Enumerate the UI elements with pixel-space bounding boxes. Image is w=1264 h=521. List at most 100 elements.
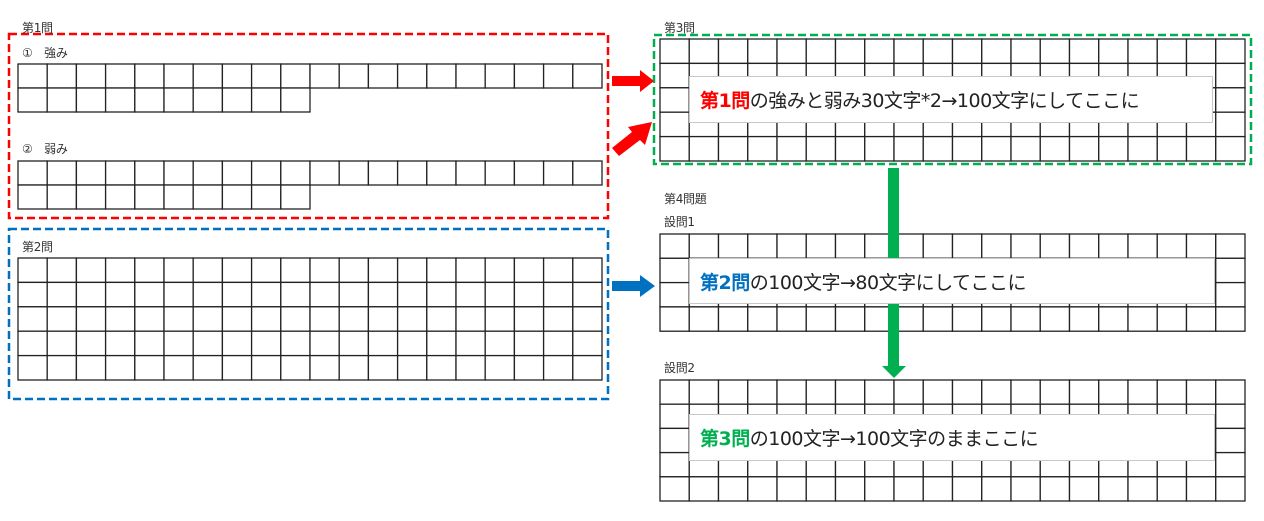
q1-strength-grid-cell bbox=[221, 87, 253, 113]
q2-grid-cell bbox=[396, 281, 428, 308]
q3-grid-cell bbox=[864, 135, 895, 162]
q3-grid-cell bbox=[864, 38, 895, 65]
q2-grid-cell bbox=[542, 306, 574, 332]
q2-grid-cell bbox=[426, 330, 457, 357]
q1-strength-grid-cell bbox=[192, 87, 224, 113]
q2-grid-cell bbox=[134, 354, 165, 381]
q4-sub1-grid-cell bbox=[951, 306, 983, 332]
q2-grid-cell bbox=[104, 306, 136, 332]
q1-weakness-label: ② 弱み bbox=[22, 142, 68, 156]
q2-grid-cell bbox=[250, 306, 282, 332]
q4-sub2-grid-cell bbox=[805, 476, 837, 502]
q3-grid-cell bbox=[951, 135, 983, 162]
q3-grid-cell bbox=[1010, 135, 1041, 162]
note-highlight: 第1問 bbox=[700, 90, 750, 112]
q1-weakness-grid-cell bbox=[46, 184, 78, 210]
q4-sub2-instruction-note: 第3問の100文字→100文字のままここに bbox=[689, 414, 1215, 461]
q4-sub2-grid-cell bbox=[1010, 379, 1041, 405]
q2-grid-cell bbox=[426, 306, 457, 332]
q2-grid-cell bbox=[396, 354, 428, 381]
q4-sub2-grid-cell bbox=[776, 476, 807, 502]
q4-sub1-grid-cell bbox=[1127, 233, 1158, 259]
q2-grid-cell bbox=[396, 306, 428, 332]
q2-grid-cell bbox=[338, 281, 370, 308]
q4-sub1-grid-cell bbox=[951, 233, 983, 259]
q2-grid-cell bbox=[572, 306, 603, 332]
q4-sub1-grid-cell bbox=[1098, 233, 1129, 259]
q2-grid-cell bbox=[221, 330, 253, 357]
q2-grid-cell bbox=[134, 257, 165, 284]
q2-grid-cell bbox=[338, 330, 370, 357]
q1-strength-grid-cell bbox=[46, 63, 78, 89]
q3-grid-cell bbox=[1215, 135, 1246, 162]
q2-grid-cell bbox=[309, 354, 340, 381]
q3-group-box bbox=[652, 33, 1253, 166]
q3-grid-cell bbox=[688, 135, 720, 162]
q2-grid-cell bbox=[367, 306, 399, 332]
q4-sub2-grid-cell bbox=[747, 379, 778, 405]
q1-weakness-grid-cell bbox=[280, 160, 311, 186]
q2-grid-cell bbox=[192, 257, 224, 284]
q4-sub1-grid-cell bbox=[1098, 306, 1129, 332]
q2-grid-cell bbox=[104, 354, 136, 381]
q3-grid-cell bbox=[1039, 135, 1071, 162]
q4-sub2-grid-cell bbox=[922, 476, 954, 502]
q4-sub2-grid-cell bbox=[1185, 476, 1217, 502]
q4-sub1-grid-cell bbox=[1127, 306, 1158, 332]
q1-strength-grid-cell bbox=[396, 63, 428, 89]
q3-grid-cell bbox=[893, 135, 924, 162]
q3-grid-cell bbox=[805, 38, 837, 65]
q2-grid-cell bbox=[513, 306, 545, 332]
q2-grid-cell bbox=[426, 281, 457, 308]
q2-grid-cell bbox=[542, 281, 574, 308]
q4-sub2-grid-cell bbox=[717, 476, 749, 502]
q1-weakness-grid-cell bbox=[513, 160, 545, 186]
q2-grid-cell bbox=[250, 354, 282, 381]
q2-grid-cell bbox=[221, 257, 253, 284]
q1-weakness-grid-cell bbox=[484, 160, 516, 186]
q2-grid-cell bbox=[75, 354, 107, 381]
q1-strength-grid-cell bbox=[426, 63, 457, 89]
q4-sub1-grid-cell bbox=[776, 233, 807, 259]
q2-grid-cell bbox=[221, 354, 253, 381]
q2-grid-cell bbox=[396, 257, 428, 284]
q1-strength-grid-cell bbox=[280, 63, 311, 89]
q1-weakness-grid-cell bbox=[192, 160, 224, 186]
q4-sub2-grid-cell bbox=[1156, 379, 1188, 405]
q3-grid-cell bbox=[1068, 38, 1100, 65]
q2-grid-cell bbox=[46, 354, 78, 381]
q4-sub2-grid-cell bbox=[1215, 427, 1246, 454]
q4-sub2-grid-cell bbox=[922, 379, 954, 405]
q4-sub1-grid-cell bbox=[1215, 306, 1246, 332]
q4-sub2-grid-cell bbox=[1215, 379, 1246, 405]
q2-grid-cell bbox=[163, 330, 194, 357]
q3-grid-cell bbox=[717, 135, 749, 162]
q1-strength-grid-cell bbox=[572, 63, 603, 89]
q4-sub1-grid-cell bbox=[1039, 306, 1071, 332]
q2-grid-cell bbox=[280, 306, 311, 332]
q3-grid-cell bbox=[1156, 38, 1188, 65]
q4-sub2-grid-cell bbox=[864, 379, 895, 405]
q2-grid-cell bbox=[280, 257, 311, 284]
q3-grid-cell bbox=[1127, 38, 1158, 65]
q1-strength-grid-cell bbox=[250, 63, 282, 89]
q4-sub1-grid-cell bbox=[981, 233, 1012, 259]
q4-sub2-grid-cell bbox=[1215, 403, 1246, 430]
q2-grid-cell bbox=[75, 330, 107, 357]
q4-sub1-grid-cell bbox=[834, 306, 866, 332]
q2-group-box bbox=[7, 227, 610, 401]
q1-strength-grid-cell bbox=[75, 87, 107, 113]
q3-grid-cell bbox=[1127, 135, 1158, 162]
q2-grid-cell bbox=[17, 354, 48, 381]
q1-weakness-grid-cell bbox=[104, 160, 136, 186]
q2-grid-cell bbox=[163, 281, 194, 308]
q4-sub2-grid-cell bbox=[717, 379, 749, 405]
q2-grid-cell bbox=[455, 330, 486, 357]
q4-sub2-grid-cell bbox=[1010, 476, 1041, 502]
note-text: の100文字→80文字にしてここに bbox=[749, 271, 1027, 294]
q3-grid-cell bbox=[1098, 38, 1129, 65]
q3-grid-cell bbox=[659, 62, 690, 89]
q2-grid-cell bbox=[513, 281, 545, 308]
q1-weakness-grid-cell bbox=[104, 184, 136, 210]
q2-grid-cell bbox=[455, 306, 486, 332]
